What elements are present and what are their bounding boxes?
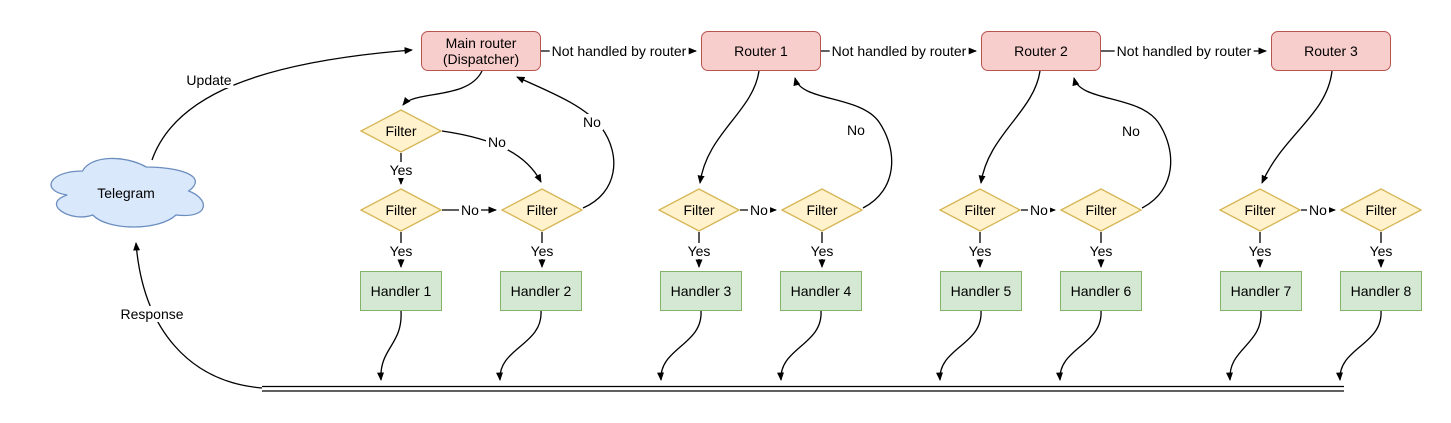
edge-label-not-handled-2: Not handled by router: [829, 43, 969, 59]
filter-node-router1-left: Filter: [658, 188, 740, 232]
edge-handler2-to-bus: [496, 310, 542, 381]
handler-3-label: Handler 3: [670, 283, 732, 299]
edge-label-yes: Yes: [1246, 243, 1274, 259]
cloud-icon: [50, 157, 205, 228]
handler-1-label: Handler 1: [370, 283, 432, 299]
filter-label: Filter: [1365, 202, 1397, 218]
edge-label-no: No: [486, 134, 508, 150]
diamond-shape: [1340, 188, 1422, 232]
edge-label-yes: Yes: [966, 243, 994, 259]
handler-5-label: Handler 5: [950, 283, 1012, 299]
edge-label-yes: Yes: [808, 243, 836, 259]
filter-node-dispatcher-left: Filter: [360, 188, 442, 232]
diamond-shape: [939, 188, 1021, 232]
edge-update: [151, 47, 413, 161]
edge-label-yes: Yes: [1087, 243, 1115, 259]
filter-label: Filter: [964, 202, 996, 218]
edge-label-not-handled-1: Not handled by router: [549, 43, 689, 59]
router-1-label: Router 1: [734, 43, 788, 59]
edge-handler4-to-bus: [777, 310, 822, 381]
handler-node-3: Handler 3: [660, 271, 742, 311]
router-3-label: Router 3: [1304, 43, 1358, 59]
edge-r2-no-return: [1072, 77, 1172, 209]
handler-node-4: Handler 4: [780, 271, 862, 311]
handler-4-label: Handler 4: [790, 283, 852, 299]
handler-7-label: Handler 7: [1230, 283, 1292, 299]
edge-router2-to-filter: [978, 70, 1041, 184]
handler-node-8: Handler 8: [1340, 271, 1422, 311]
edge-label-no: No: [748, 202, 770, 218]
filter-label: Filter: [683, 202, 715, 218]
diamond-shape: [501, 188, 583, 232]
edge-response: [133, 242, 263, 389]
filter-node-router1-right: Filter: [781, 188, 863, 232]
edge-label-yes: Yes: [387, 162, 415, 178]
edge-label-no: No: [1028, 202, 1050, 218]
handler-node-2: Handler 2: [500, 271, 582, 311]
edge-label-no: No: [581, 114, 603, 130]
filter-label: Filter: [1085, 202, 1117, 218]
edge-label-yes: Yes: [387, 243, 415, 259]
edge-handler7-to-bus: [1226, 310, 1262, 381]
edge-label-response: Response: [118, 306, 186, 322]
edge-handler3-to-bus: [657, 310, 702, 381]
edge-label-update: Update: [184, 72, 234, 88]
edge-label-no: No: [1307, 202, 1329, 218]
edge-handler1-to-bus: [377, 310, 402, 381]
filter-node-router3-left: Filter: [1219, 188, 1301, 232]
telegram-cloud-node: Telegram: [40, 151, 212, 235]
diamond-shape: [658, 188, 740, 232]
edge-handler8-to-bus: [1336, 310, 1382, 381]
dispatcher-label-line1: Main router: [445, 35, 517, 51]
filter-label: Filter: [526, 202, 558, 218]
edge-label-not-handled-3: Not handled by router: [1114, 43, 1254, 59]
diamond-shape: [1219, 188, 1301, 232]
filter-node-dispatcher-top: Filter: [360, 109, 442, 153]
edge-label-yes: Yes: [1367, 243, 1395, 259]
edge-r1-no-return: [793, 77, 893, 209]
edge-label-yes: Yes: [685, 243, 713, 259]
edge-label-no: No: [459, 202, 481, 218]
edge-router1-to-filter: [697, 70, 760, 184]
edge-router3-to-filter: [1261, 70, 1333, 184]
diamond-shape: [360, 188, 442, 232]
diamond-shape: [781, 188, 863, 232]
handler-node-6: Handler 6: [1060, 271, 1142, 311]
edge-label-no: No: [845, 122, 867, 138]
router-node-1: Router 1: [701, 31, 821, 71]
filter-node-router2-left: Filter: [939, 188, 1021, 232]
handler-8-label: Handler 8: [1350, 283, 1412, 299]
handler-6-label: Handler 6: [1070, 283, 1132, 299]
cloud-label: Telegram: [97, 185, 155, 201]
router-node-2: Router 2: [981, 31, 1101, 71]
handler-node-7: Handler 7: [1220, 271, 1302, 311]
filter-node-router3-right: Filter: [1340, 188, 1422, 232]
router-node-3: Router 3: [1271, 31, 1391, 71]
edge-label-no: No: [1120, 123, 1142, 139]
diamond-shape: [360, 109, 442, 153]
edge-handler6-to-bus: [1056, 310, 1102, 381]
dispatcher-label-line2: (Dispatcher): [442, 51, 520, 67]
handler-node-5: Handler 5: [940, 271, 1022, 311]
filter-node-router2-right: Filter: [1060, 188, 1142, 232]
handler-2-label: Handler 2: [510, 283, 572, 299]
dispatcher-node: Main router (Dispatcher): [421, 31, 541, 71]
edge-handler5-to-bus: [936, 310, 982, 381]
filter-label: Filter: [806, 202, 838, 218]
filter-label: Filter: [385, 123, 417, 139]
handler-node-1: Handler 1: [360, 271, 442, 311]
diamond-shape: [1060, 188, 1142, 232]
filter-label: Filter: [1244, 202, 1276, 218]
edge-dispatcher-to-filter-top: [402, 70, 483, 106]
filter-node-dispatcher-right: Filter: [501, 188, 583, 232]
filter-label: Filter: [385, 202, 417, 218]
edge-label-yes: Yes: [528, 243, 556, 259]
router-2-label: Router 2: [1014, 43, 1068, 59]
